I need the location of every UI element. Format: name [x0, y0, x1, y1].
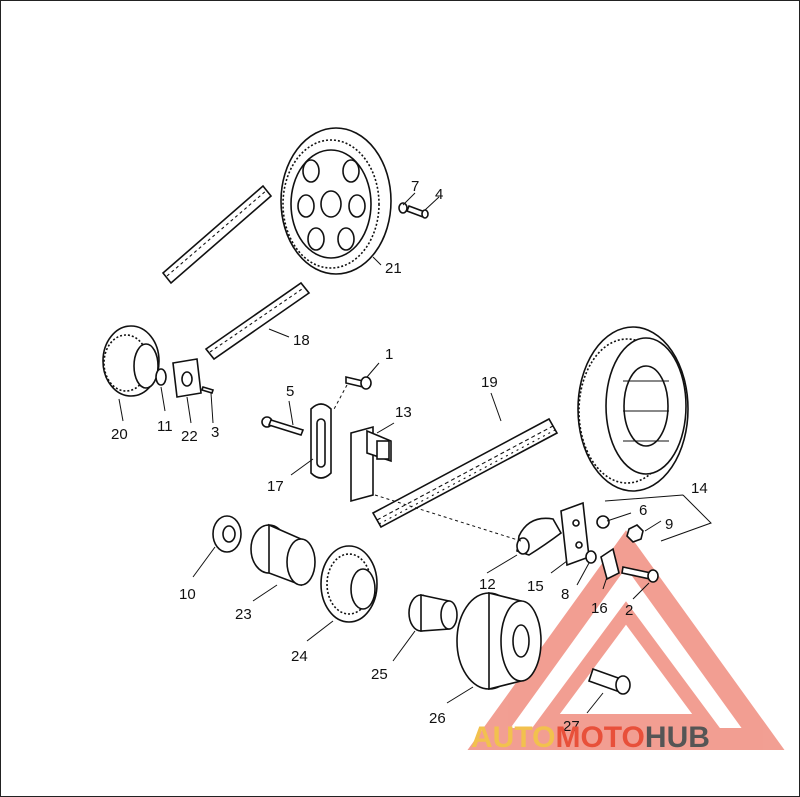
callout-2: 2	[625, 602, 633, 619]
callout-12: 12	[479, 576, 496, 593]
bracket-13	[350, 425, 392, 503]
pin-27	[587, 667, 631, 695]
callout-23: 23	[235, 606, 252, 623]
washer-8	[585, 550, 597, 564]
watermark-moto: MOTO	[555, 721, 644, 754]
callout-27: 27	[563, 718, 580, 735]
callout-labels: 1 2 3 4 5 6 7 8 9 10 11 12 13 14 15 16 1…	[111, 178, 708, 735]
screw-1	[345, 375, 372, 390]
callout-20: 20	[111, 426, 128, 443]
callout-14: 14	[691, 480, 708, 497]
callout-11: 11	[157, 418, 173, 435]
callout-16: 16	[591, 600, 608, 617]
tensioner-plate-15	[560, 501, 590, 567]
callout-26: 26	[429, 710, 446, 727]
watermark-wordmark: AUTOMOTOHUB	[471, 721, 710, 754]
washer-10	[212, 515, 242, 553]
watermark-auto: AUTO	[471, 721, 555, 754]
callout-17: 17	[267, 478, 284, 495]
callout-18: 18	[293, 332, 310, 349]
shaft-nut-25	[408, 594, 458, 632]
callout-8: 8	[561, 586, 569, 603]
lock-plate-16	[600, 547, 620, 581]
callout-9: 9	[665, 516, 673, 533]
watermark-logo	[467, 530, 785, 750]
belt-segment-18	[204, 281, 311, 361]
front-pulley	[102, 325, 160, 397]
rear-belt-sprocket	[280, 127, 392, 275]
washer-11	[155, 368, 167, 386]
watermark-triangle-outer	[467, 530, 785, 750]
clutch-basket	[577, 326, 689, 492]
callout-10: 10	[179, 586, 196, 603]
washer-6	[596, 515, 610, 529]
callout-7: 7	[411, 178, 419, 195]
callout-6: 6	[639, 502, 647, 519]
callout-19: 19	[481, 374, 498, 391]
bolt-2	[621, 566, 659, 583]
callout-3: 3	[211, 424, 219, 441]
callout-5: 5	[286, 383, 294, 400]
callout-25: 25	[371, 666, 388, 683]
screw-3	[200, 386, 215, 394]
watermark-hub: HUB	[645, 721, 710, 754]
callout-4: 4	[435, 186, 443, 203]
hub-23	[250, 523, 316, 587]
callout-24: 24	[291, 648, 308, 665]
belt-segment-upper	[161, 184, 273, 285]
cover-26	[456, 591, 542, 691]
bolt-5	[261, 416, 305, 436]
svg-text:AUTOMOTOHUB: AUTOMOTOHUB	[471, 721, 710, 754]
adjuster-plate-17	[310, 403, 332, 479]
chain-shoe-12	[516, 517, 563, 556]
callout-22: 22	[181, 428, 198, 445]
callout-15: 15	[527, 578, 544, 595]
callout-13: 13	[395, 404, 412, 421]
leader-lines	[118, 192, 712, 714]
callout-21: 21	[385, 260, 402, 277]
callout-1: 1	[385, 346, 393, 363]
primary-chain	[371, 417, 559, 529]
bolt-4	[405, 204, 429, 219]
nut-9	[626, 524, 644, 543]
lock-plate-22	[172, 358, 202, 398]
washer-7	[398, 202, 408, 214]
watermark-triangle-inner	[532, 601, 720, 728]
engine-sprocket	[320, 545, 378, 623]
